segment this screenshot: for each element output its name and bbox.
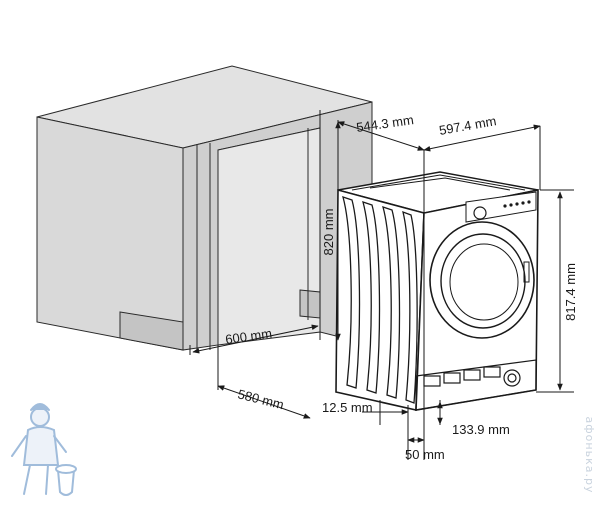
watermark-text: афонька.ру — [583, 417, 596, 494]
label-kick-depth: 50 mm — [405, 447, 445, 462]
indicator-lights — [503, 200, 531, 208]
label-niche-depth: 580 mm — [236, 386, 285, 412]
label-appliance-height: 817.4 mm — [563, 263, 578, 321]
side-ribs — [342, 195, 418, 404]
label-niche-height: 820 mm — [321, 209, 336, 256]
kitchen-cabinet — [36, 65, 373, 351]
door — [429, 221, 535, 339]
dimension-lines — [189, 110, 574, 460]
washing-machine — [335, 171, 539, 411]
label-offset: 12.5 mm — [322, 400, 373, 415]
plumber-mascot-logo — [11, 403, 77, 496]
label-kick-height: 133.9 mm — [452, 422, 510, 437]
label-width: 597.4 mm — [438, 113, 498, 138]
program-knob-icon — [473, 206, 487, 220]
label-niche-width: 600 mm — [224, 326, 273, 347]
niche-edges — [196, 128, 309, 350]
